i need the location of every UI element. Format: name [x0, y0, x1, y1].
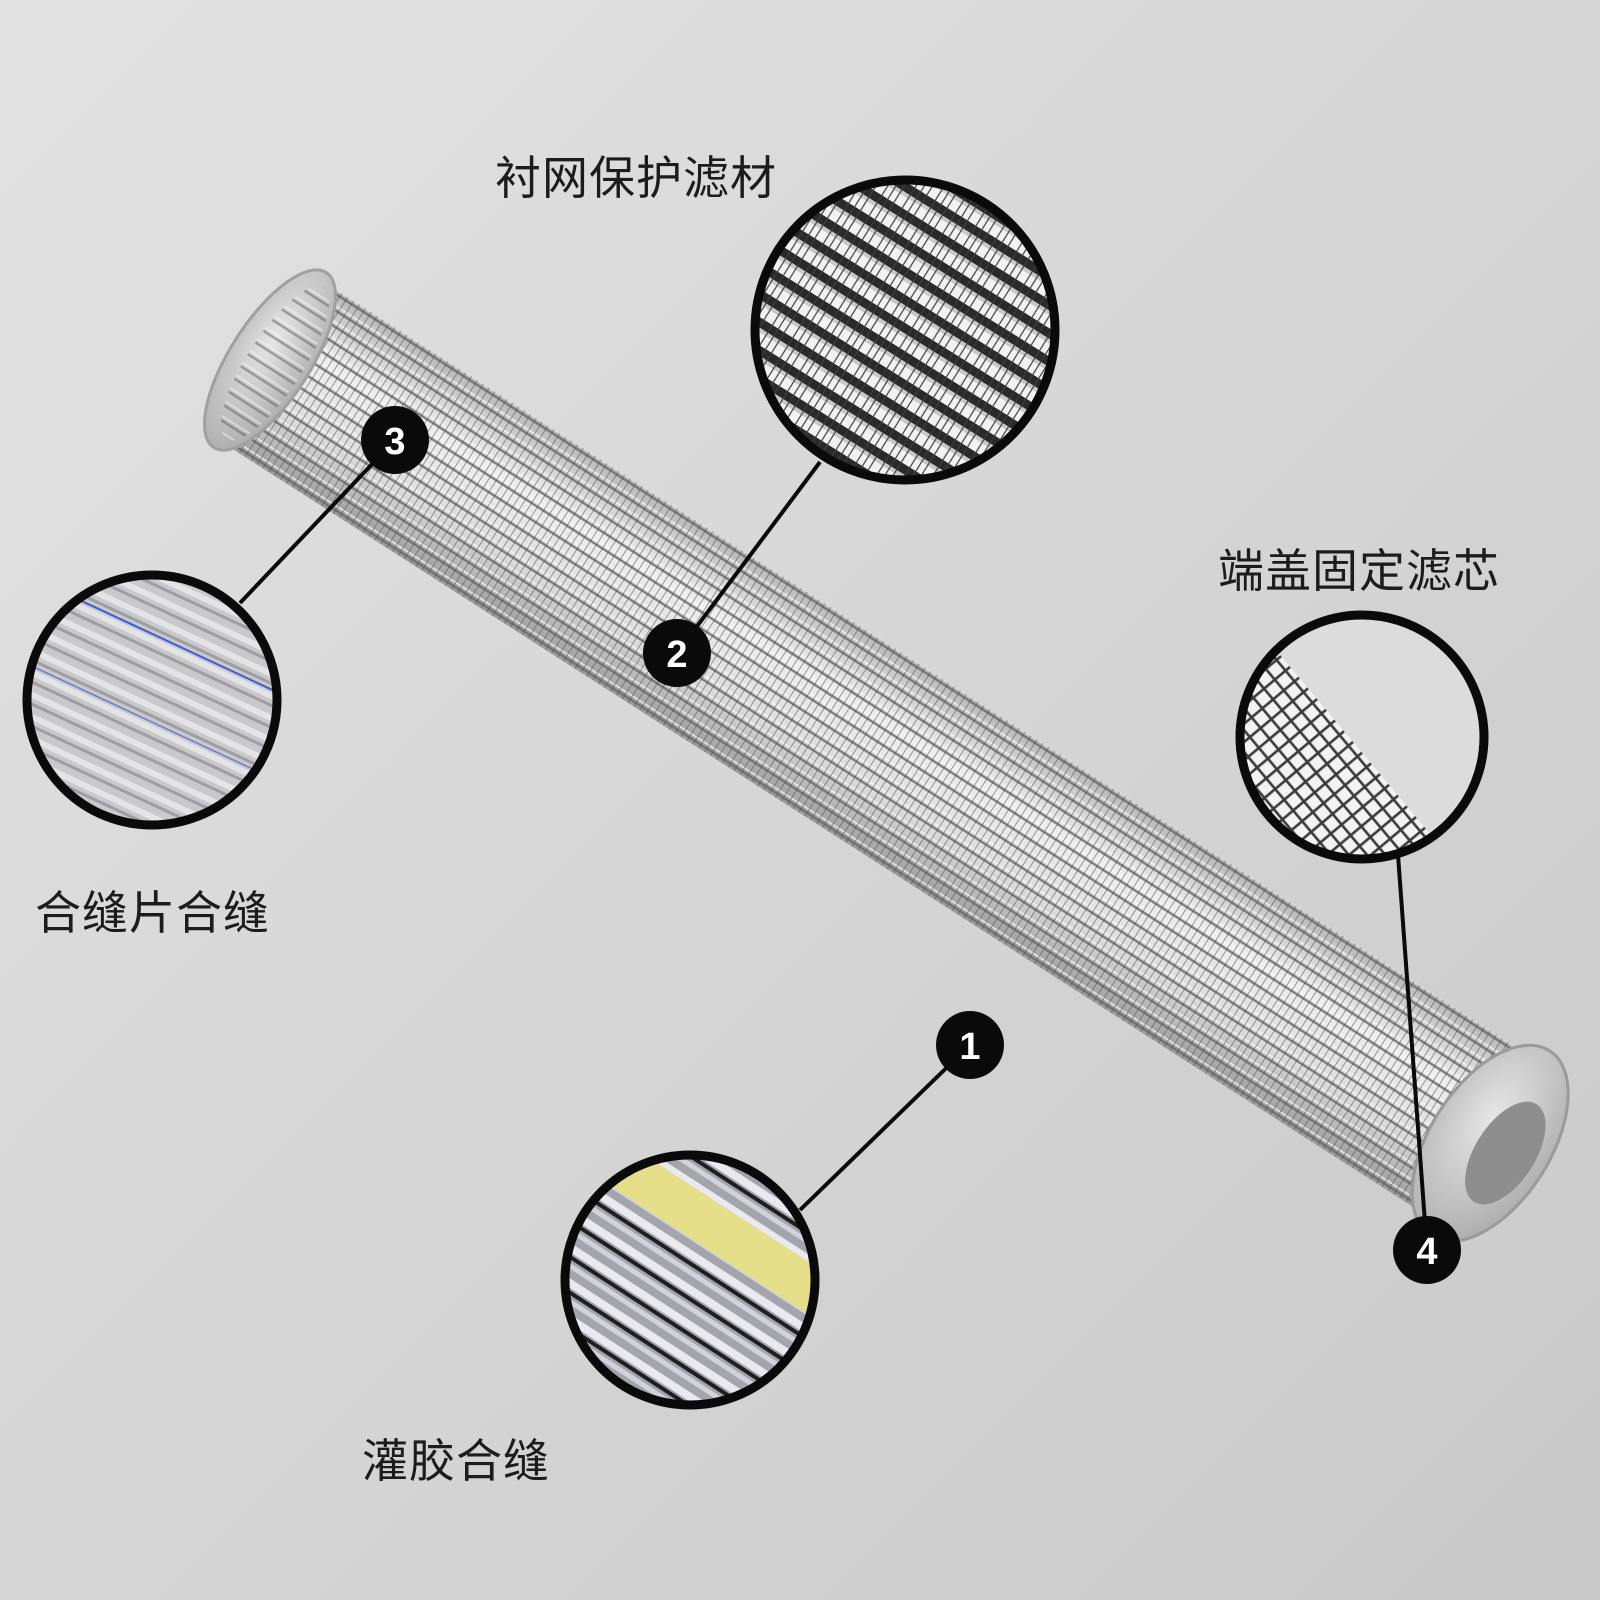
leader-lines [238, 438, 1429, 1251]
marker-3-number: 3 [384, 421, 405, 463]
callout-label-4: 端盖固定滤芯 [1218, 544, 1500, 598]
callout-label-1: 灌胶合缝 [362, 1434, 550, 1488]
marker-4: 4 [1393, 1216, 1461, 1284]
callout-label-3: 合缝片合缝 [35, 886, 270, 940]
marker-1: 1 [936, 1011, 1004, 1079]
marker-2: 2 [643, 619, 711, 687]
detail-circle-4 [1235, 610, 1489, 864]
marker-1-number: 1 [959, 1026, 980, 1068]
marker-2-number: 2 [666, 634, 687, 676]
marker-3: 3 [361, 406, 429, 474]
filter-cartridge [203, 268, 1570, 1243]
marker-4-number: 4 [1416, 1231, 1437, 1273]
detail-circle-2 [750, 175, 1060, 485]
callout-label-2: 衬网保护滤材 [495, 151, 777, 205]
